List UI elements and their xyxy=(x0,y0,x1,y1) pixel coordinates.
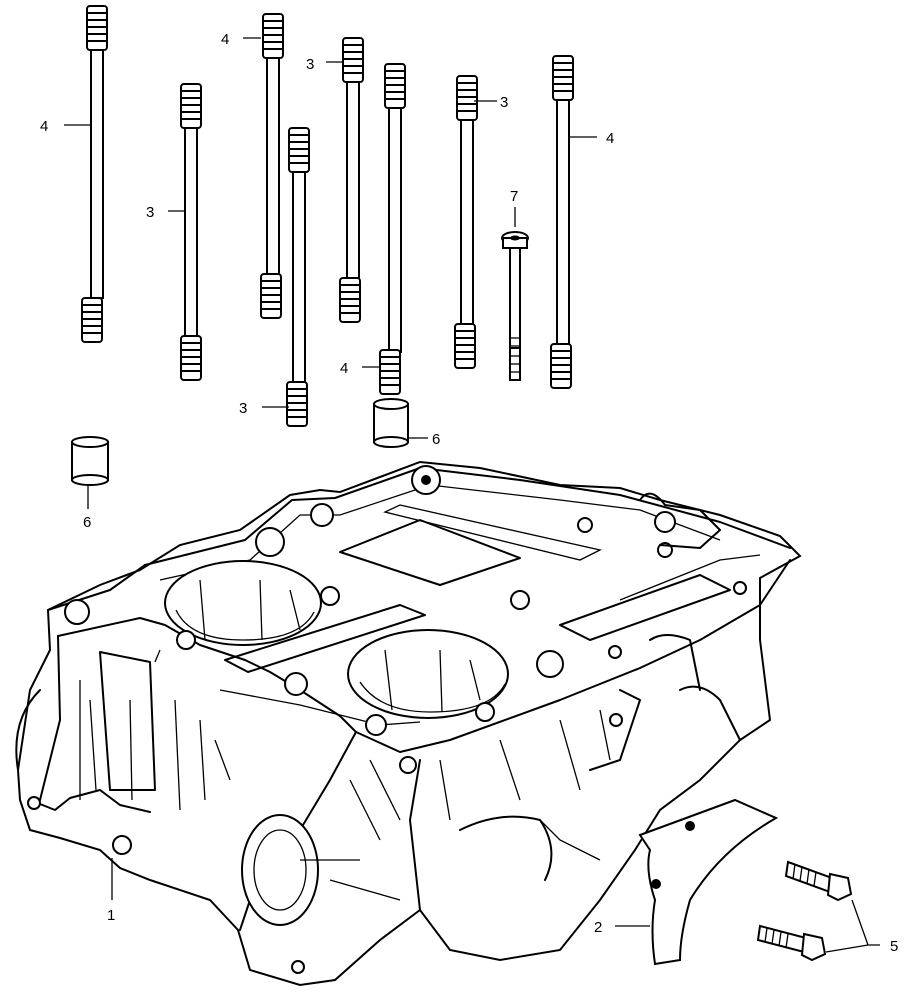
callout-4: 4 xyxy=(606,130,614,147)
stud-bolt-long xyxy=(260,13,284,319)
callout-6: 6 xyxy=(83,514,91,531)
flange-bolt xyxy=(501,231,529,381)
hex-bolt xyxy=(756,924,827,962)
stud-bolt-long xyxy=(81,5,108,343)
callout-2: 2 xyxy=(594,919,602,936)
callout-1: 1 xyxy=(107,907,115,924)
stud-bolt-short xyxy=(180,83,202,381)
stud-bolt-long xyxy=(550,55,574,389)
bearing-shell xyxy=(638,798,779,966)
callout-3: 3 xyxy=(500,94,508,111)
callout-3: 3 xyxy=(146,204,154,221)
callout-6: 6 xyxy=(432,431,440,448)
dowel-pin xyxy=(71,436,109,486)
callout-3: 3 xyxy=(306,56,314,73)
crankcase-upper xyxy=(15,460,802,987)
hex-bolt xyxy=(784,860,853,902)
stud-bolt-short xyxy=(339,37,364,323)
callout-4: 4 xyxy=(40,118,48,135)
leader-lines xyxy=(64,37,880,953)
stud-bolt-short xyxy=(286,127,310,427)
callout-4: 4 xyxy=(221,31,229,48)
callout-3: 3 xyxy=(239,400,247,417)
stud-bolt-long xyxy=(379,63,406,395)
dowel-pin xyxy=(373,398,409,448)
callout-labels: 4 3 4 3 4 3 3 4 7 6 6 1 2 5 xyxy=(40,31,898,955)
callout-7: 7 xyxy=(510,188,518,205)
stud-bolt-short xyxy=(454,75,478,369)
callout-5: 5 xyxy=(890,938,898,955)
callout-4: 4 xyxy=(340,360,348,377)
